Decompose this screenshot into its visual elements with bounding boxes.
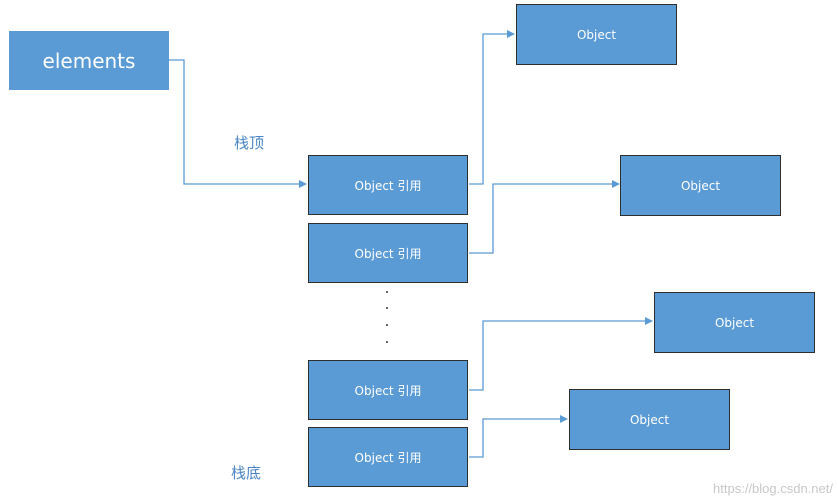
watermark: https://blog.csdn.net/ [713, 481, 833, 496]
object-box: Object [620, 155, 781, 216]
object-box: Object [654, 292, 815, 353]
connector-ref3-to-object3 [469, 317, 653, 391]
connector-ref1-to-object1 [469, 30, 515, 185]
object-reference-box: Object 引用 [308, 155, 468, 215]
object-label: Object [714, 315, 755, 330]
object-reference-label: Object 引用 [354, 450, 422, 465]
ellipsis-dot [386, 307, 388, 309]
stack-top-label: 栈顶 [234, 134, 265, 152]
object-box: Object [516, 4, 677, 65]
ellipsis-dot [386, 291, 388, 293]
object-box: Object [569, 389, 730, 450]
ellipsis-dot [386, 324, 388, 326]
object-label: Object [576, 27, 617, 42]
connector-ref2-to-object2 [469, 180, 620, 254]
stack-bottom-label: 栈底 [231, 464, 262, 482]
elements-label: elements [42, 48, 136, 73]
connector-ref4-to-object4 [469, 415, 568, 458]
object-label: Object [629, 412, 670, 427]
object-reference-box: Object 引用 [308, 223, 468, 283]
ellipsis-dot [386, 341, 388, 343]
object-reference-label: Object 引用 [354, 178, 422, 193]
connector-elements-to-top [169, 59, 307, 188]
elements-source-box: elements [9, 31, 169, 90]
object-label: Object [680, 178, 721, 193]
object-reference-box: Object 引用 [308, 427, 468, 487]
object-reference-box: Object 引用 [308, 360, 468, 420]
object-reference-label: Object 引用 [354, 246, 422, 261]
object-reference-label: Object 引用 [354, 383, 422, 398]
